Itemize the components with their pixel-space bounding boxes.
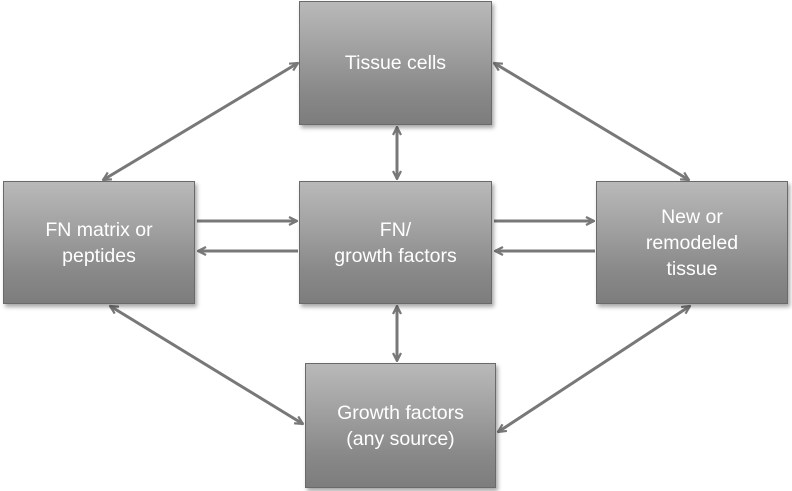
node-tissue-cells: Tissue cells [299, 1, 492, 125]
node-label: Growth factors (any source) [337, 401, 464, 450]
arrow-tissue-cells-new-tissue [494, 61, 689, 182]
node-label: Tissue cells [344, 52, 447, 74]
node-growth-factors: Growth factors (any source) [305, 363, 496, 488]
arrow-tissue-cells-fn-matrix [103, 61, 298, 182]
node-fn-growth-factors: FN/ growth factors [299, 181, 492, 304]
node-new-tissue: New or remodeled tissue [596, 181, 788, 304]
arrow-fn-matrix-growth-factors [110, 306, 303, 424]
node-label: FN matrix or peptides [45, 218, 153, 267]
node-fn-matrix: FN matrix or peptides [3, 181, 195, 304]
node-label: FN/ growth factors [334, 218, 457, 267]
arrow-new-tissue-growth-factors [498, 306, 690, 432]
node-label: New or remodeled tissue [645, 205, 739, 280]
